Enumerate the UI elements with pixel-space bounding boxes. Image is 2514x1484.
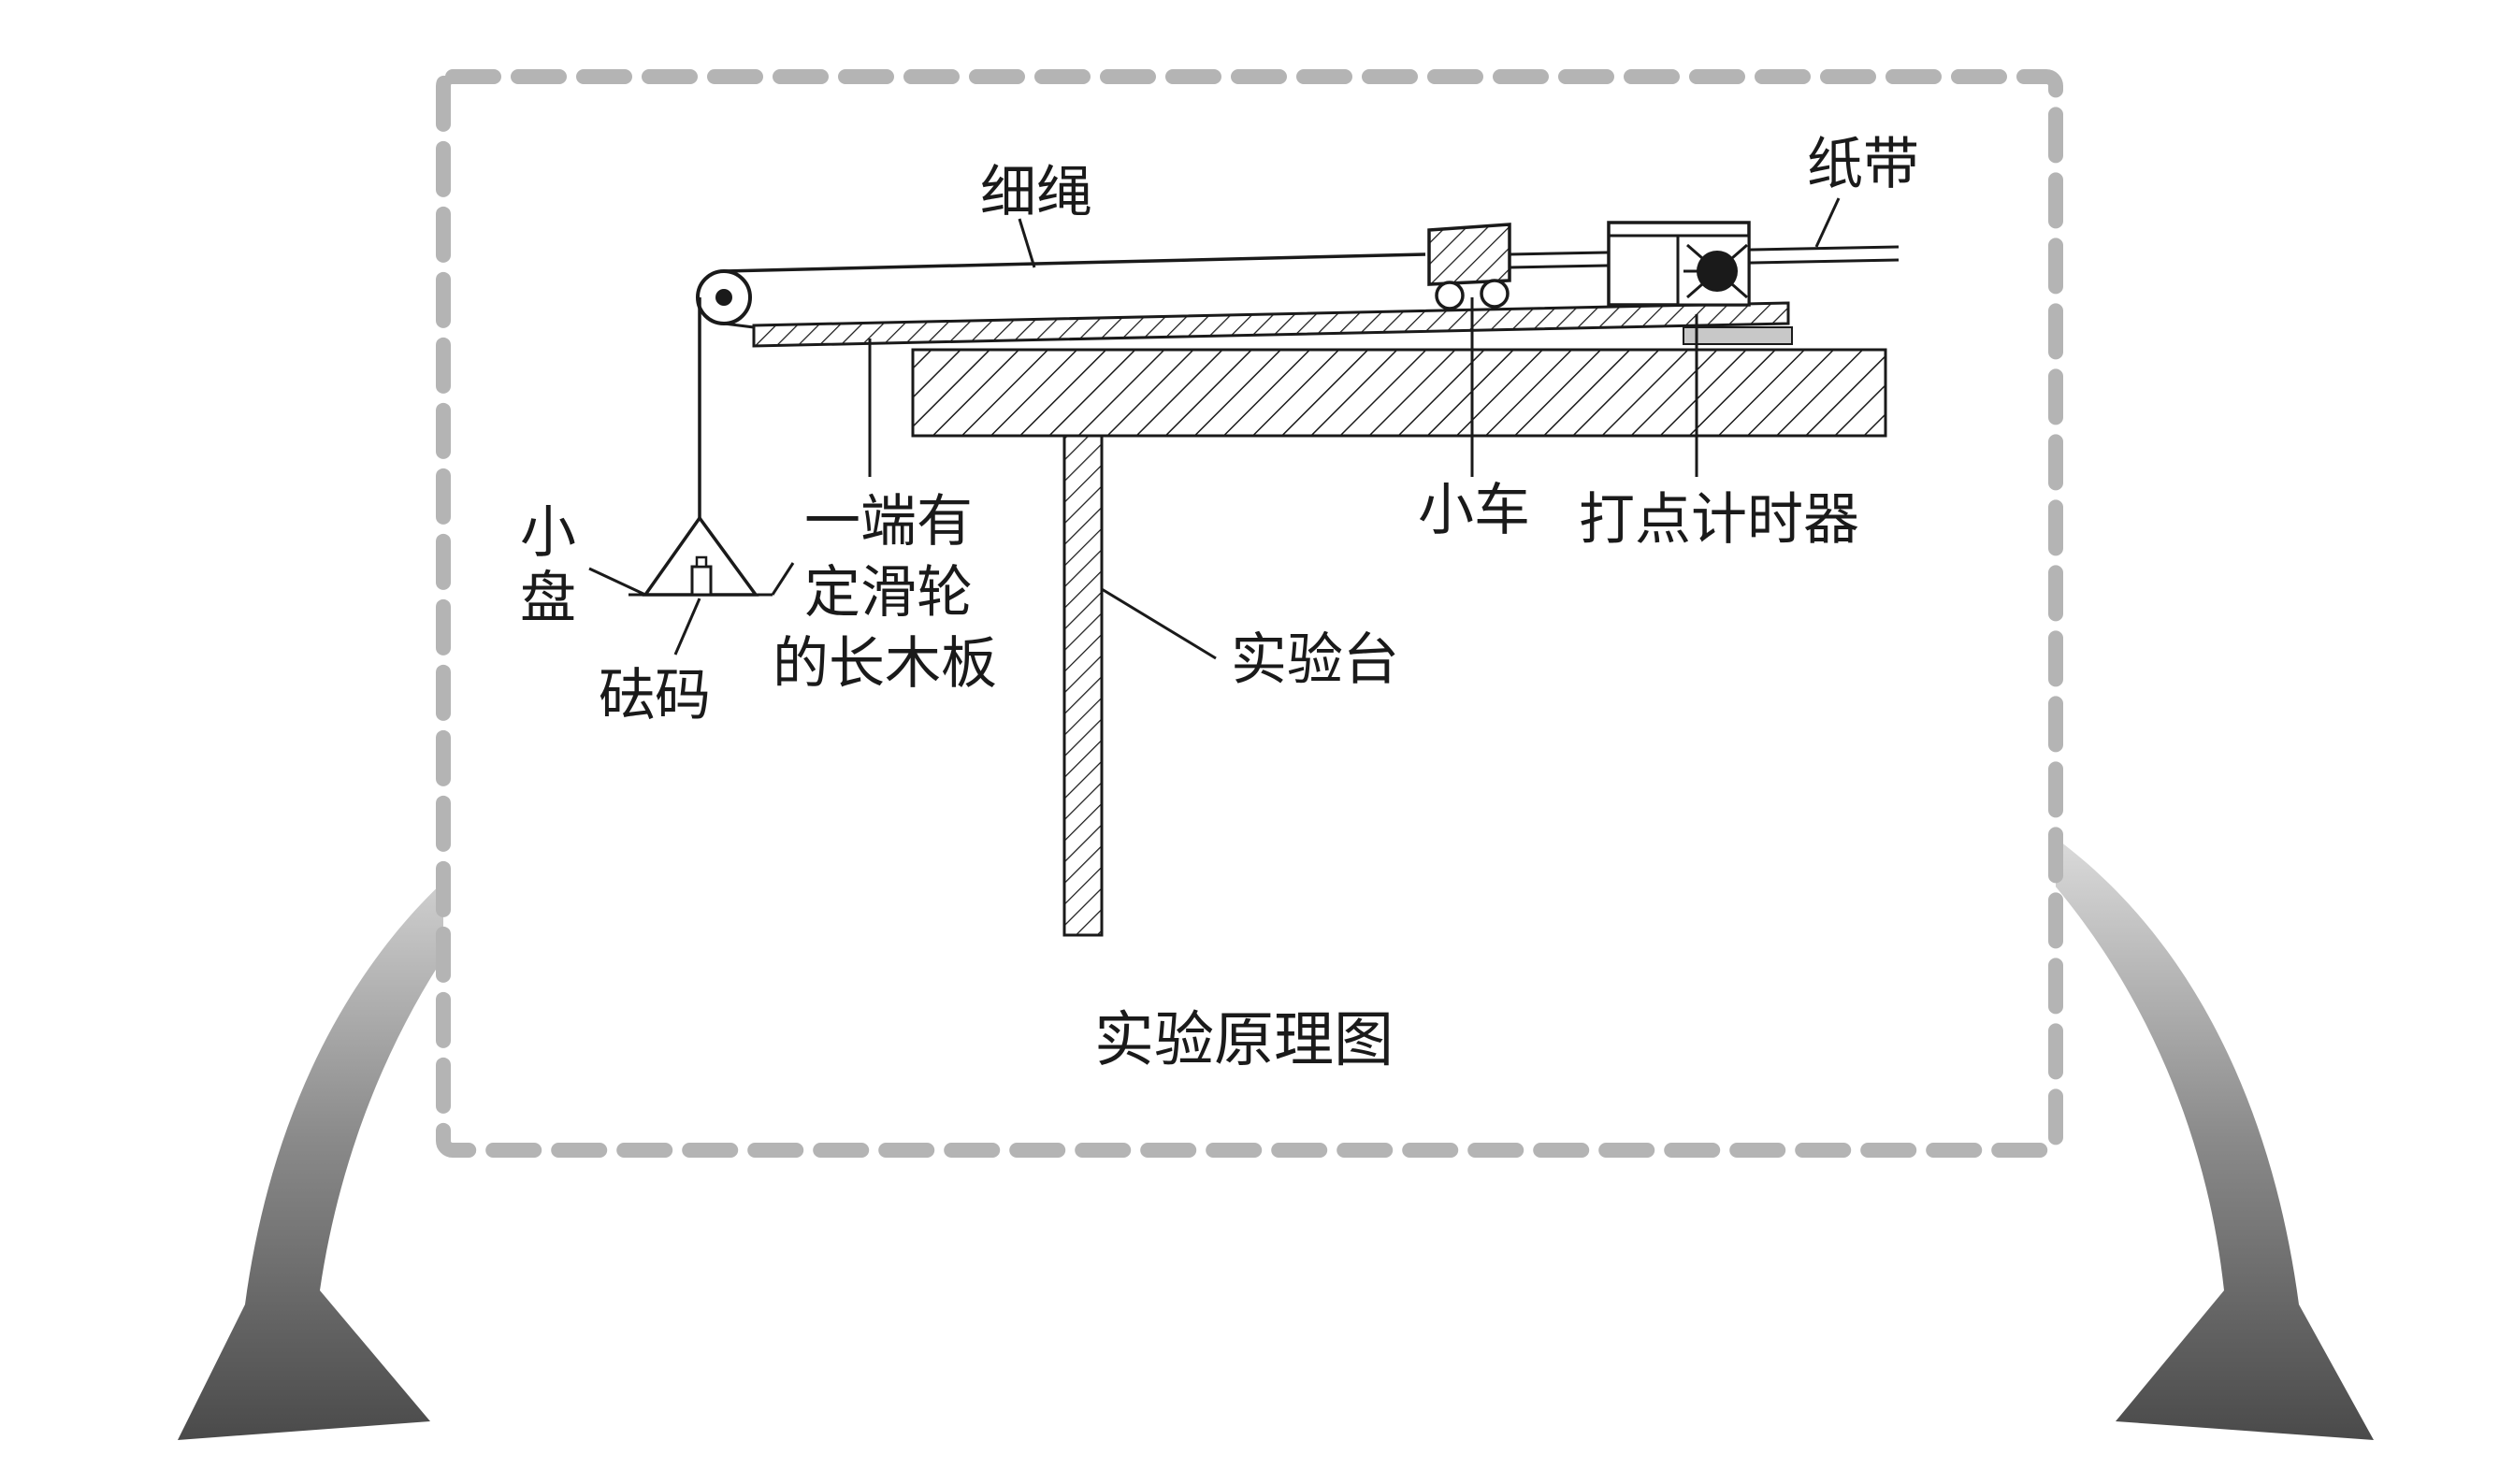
timer-base-strip <box>1683 326 1793 345</box>
label-rope: 细绳 <box>980 160 1092 225</box>
leader-weight <box>673 598 701 656</box>
cart-wheel-back <box>1480 279 1510 309</box>
right-curved-arrow <box>1927 771 2374 1440</box>
label-board-line3: 的长木板 <box>773 631 997 697</box>
leader-rope <box>1018 218 1036 268</box>
cart-body <box>1427 223 1511 286</box>
pulley-axle <box>715 289 732 306</box>
label-pan-line2: 盘 <box>520 566 576 631</box>
leader-tape <box>1814 197 1841 248</box>
left-curved-arrow <box>178 771 625 1440</box>
table-top <box>911 348 1887 438</box>
rope-horizontal <box>723 252 1426 273</box>
label-weight: 砝码 <box>599 663 711 728</box>
long-board <box>752 301 1790 348</box>
label-board-line2: 定滑轮 <box>804 560 973 626</box>
label-table: 实验台 <box>1231 627 1399 693</box>
diagram-caption: 实验原理图 <box>1094 1006 1394 1075</box>
label-pan-line1: 小 <box>520 500 576 566</box>
leader-table <box>1101 587 1217 660</box>
label-board-line1: 一端有 <box>804 489 973 555</box>
leader-pan-right <box>771 562 795 596</box>
rope-under <box>723 322 755 329</box>
leader-pan-left <box>588 567 646 597</box>
label-tape: 纸带 <box>1807 132 1919 197</box>
label-timer: 打点计时器 <box>1579 487 1859 553</box>
dashed-frame <box>436 69 2063 1158</box>
label-cart: 小车 <box>1418 478 1530 543</box>
cart-wheel-front <box>1435 281 1465 310</box>
weight-knob <box>695 555 708 569</box>
weight <box>690 565 713 597</box>
timer-spark-rays <box>1683 243 1748 299</box>
table-leg <box>1062 434 1104 937</box>
